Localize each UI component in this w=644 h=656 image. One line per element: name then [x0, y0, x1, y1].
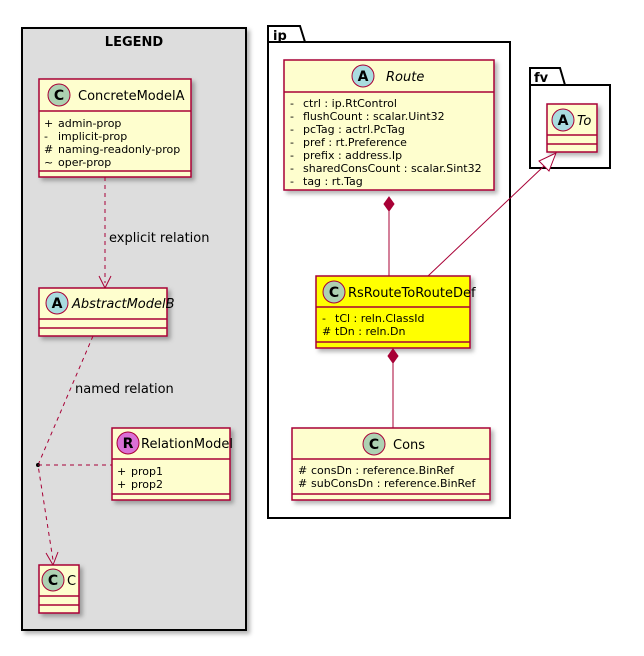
svg-text:consDn : reference.BinRef: consDn : reference.BinRef — [311, 464, 455, 477]
cons-stereotype-letter: C — [369, 437, 379, 453]
svg-text:flushCount : scalar.Uint32: flushCount : scalar.Uint32 — [303, 110, 445, 123]
abstract-class-name: AbstractModelB — [71, 297, 175, 312]
svg-text:-: - — [290, 175, 294, 188]
prop-visibility-public-icon: + — [117, 465, 126, 478]
composition-diamond-icon — [383, 196, 395, 212]
route-prop: -tag : rt.Tag — [290, 175, 363, 188]
concrete-stereotype-badge — [47, 83, 71, 107]
concrete-model-class[interactable]: C ConcreteModelA + admin-prop - implicit… — [38, 78, 192, 178]
relation-stereotype-letter: R — [123, 436, 134, 452]
svg-text:-: - — [290, 110, 294, 123]
composition-diamond-icon — [387, 348, 399, 364]
svg-text:-: - — [290, 123, 294, 136]
svg-text:pcTag : actrl.PcTag: pcTag : actrl.PcTag — [303, 123, 405, 136]
prop-visibility-package-icon: ~ — [44, 156, 53, 169]
cons-stereotype-badge — [362, 432, 386, 456]
svg-text:sharedConsCount : scalar.Sint3: sharedConsCount : scalar.Sint32 — [303, 162, 482, 175]
rs-prop: -tCl : reln.ClassId — [322, 312, 425, 325]
rs-prop: # tDn : reln.Dn — [322, 325, 405, 338]
package-ip-name: ip — [273, 29, 287, 44]
prop-visibility-public-icon: + — [44, 117, 53, 130]
legend-panel: LEGEND C ConcreteModelA + admin-prop - i… — [21, 27, 247, 631]
concrete-prop-naming-readonly: # naming-readonly-prop — [44, 143, 180, 156]
cons-class[interactable]: C Cons # consDn : reference.BinRef # subCo… — [291, 427, 491, 501]
abstract-model-class[interactable]: A AbstractModelB — [38, 287, 175, 337]
route-prop: -pcTag : actrl.PcTag — [290, 123, 405, 136]
svg-text:implicit-prop: implicit-prop — [58, 130, 127, 143]
route-stereotype-letter: A — [358, 69, 369, 85]
concrete-stereotype-letter: C — [54, 88, 64, 104]
rs-class-name: RsRouteToRouteDef — [348, 286, 476, 301]
svg-text:oper-prop: oper-prop — [58, 156, 111, 169]
legend-title: LEGEND — [105, 35, 164, 50]
svg-text:-: - — [290, 149, 294, 162]
package-fv-name: fv — [534, 71, 549, 86]
rs-route-to-route-def-class[interactable]: C RsRouteToRouteDef -tCl : reln.ClassId … — [315, 275, 476, 349]
relation-model-class[interactable]: R RelationModel + prop1 + prop2 — [111, 427, 233, 501]
relation-stereotype-badge — [116, 431, 140, 455]
rs-to-inheritance-edge[interactable] — [427, 152, 557, 277]
c-class[interactable]: C C — [38, 564, 80, 614]
svg-text:#: # — [298, 477, 307, 490]
svg-text:prop1: prop1 — [131, 465, 163, 478]
svg-text:#: # — [298, 464, 307, 477]
svg-text:pref : rt.Preference: pref : rt.Preference — [303, 136, 407, 149]
svg-text:-: - — [290, 162, 294, 175]
rs-stereotype-letter: C — [329, 285, 339, 301]
c-stereotype-badge — [41, 568, 65, 592]
svg-text:naming-readonly-prop: naming-readonly-prop — [58, 143, 180, 156]
concrete-prop-oper: ~ oper-prop — [44, 156, 111, 169]
relation-class-name: RelationModel — [141, 437, 233, 452]
to-class-name: To — [577, 114, 591, 129]
svg-text:tag : rt.Tag: tag : rt.Tag — [303, 175, 363, 188]
svg-text:tCl : reln.ClassId: tCl : reln.ClassId — [335, 312, 425, 325]
prop-visibility-public-icon: + — [117, 478, 126, 491]
svg-text:subConsDn : reference.BinRef: subConsDn : reference.BinRef — [311, 477, 476, 490]
route-rs-composition-edge[interactable] — [383, 196, 395, 276]
concrete-prop-admin: + admin-prop — [44, 117, 121, 130]
svg-text:-: - — [290, 136, 294, 149]
c-stereotype-letter: C — [48, 573, 58, 589]
route-stereotype-badge — [351, 64, 375, 88]
inheritance-arrowhead-icon — [538, 152, 557, 172]
svg-text:#: # — [322, 325, 331, 338]
svg-text:-: - — [290, 97, 294, 110]
relation-prop-2: + prop2 — [117, 478, 163, 491]
to-class[interactable]: A To — [546, 103, 598, 153]
svg-text:admin-prop: admin-prop — [58, 117, 121, 130]
prop-visibility-protected-icon: # — [44, 143, 53, 156]
prop-visibility-private-icon: - — [44, 130, 48, 143]
svg-text:tDn : reln.Dn: tDn : reln.Dn — [335, 325, 405, 338]
svg-text:prop2: prop2 — [131, 478, 163, 491]
route-class-name: Route — [386, 70, 424, 85]
svg-text:-: - — [322, 312, 326, 325]
abstract-stereotype-badge — [45, 291, 69, 315]
c-class-name: C — [67, 574, 76, 589]
to-stereotype-badge — [551, 108, 575, 132]
abstract-stereotype-letter: A — [52, 296, 63, 312]
cons-prop: # consDn : reference.BinRef — [298, 464, 455, 477]
explicit-relation-label: explicit relation — [109, 231, 209, 246]
svg-text:ctrl : ip.RtControl: ctrl : ip.RtControl — [303, 97, 397, 110]
rs-cons-composition-edge[interactable] — [387, 348, 399, 428]
route-prop: -ctrl : ip.RtControl — [290, 97, 397, 110]
concrete-prop-implicit: - implicit-prop — [44, 130, 127, 143]
relation-prop-1: + prop1 — [117, 465, 163, 478]
named-relation-label: named relation — [75, 382, 174, 397]
route-prop: -pref : rt.Preference — [290, 136, 407, 149]
svg-text:prefix : address.Ip: prefix : address.Ip — [303, 149, 402, 162]
route-prop: -prefix : address.Ip — [290, 149, 402, 162]
cons-class-name: Cons — [393, 438, 425, 453]
to-stereotype-letter: A — [558, 113, 569, 129]
route-prop: -sharedConsCount : scalar.Sint32 — [290, 162, 482, 175]
cons-prop: # subConsDn : reference.BinRef — [298, 477, 476, 490]
route-class[interactable]: A Route -ctrl : ip.RtControl -flushCount… — [283, 59, 495, 191]
route-prop: -flushCount : scalar.Uint32 — [290, 110, 445, 123]
concrete-class-name: ConcreteModelA — [78, 89, 185, 104]
rs-stereotype-badge — [322, 280, 346, 304]
